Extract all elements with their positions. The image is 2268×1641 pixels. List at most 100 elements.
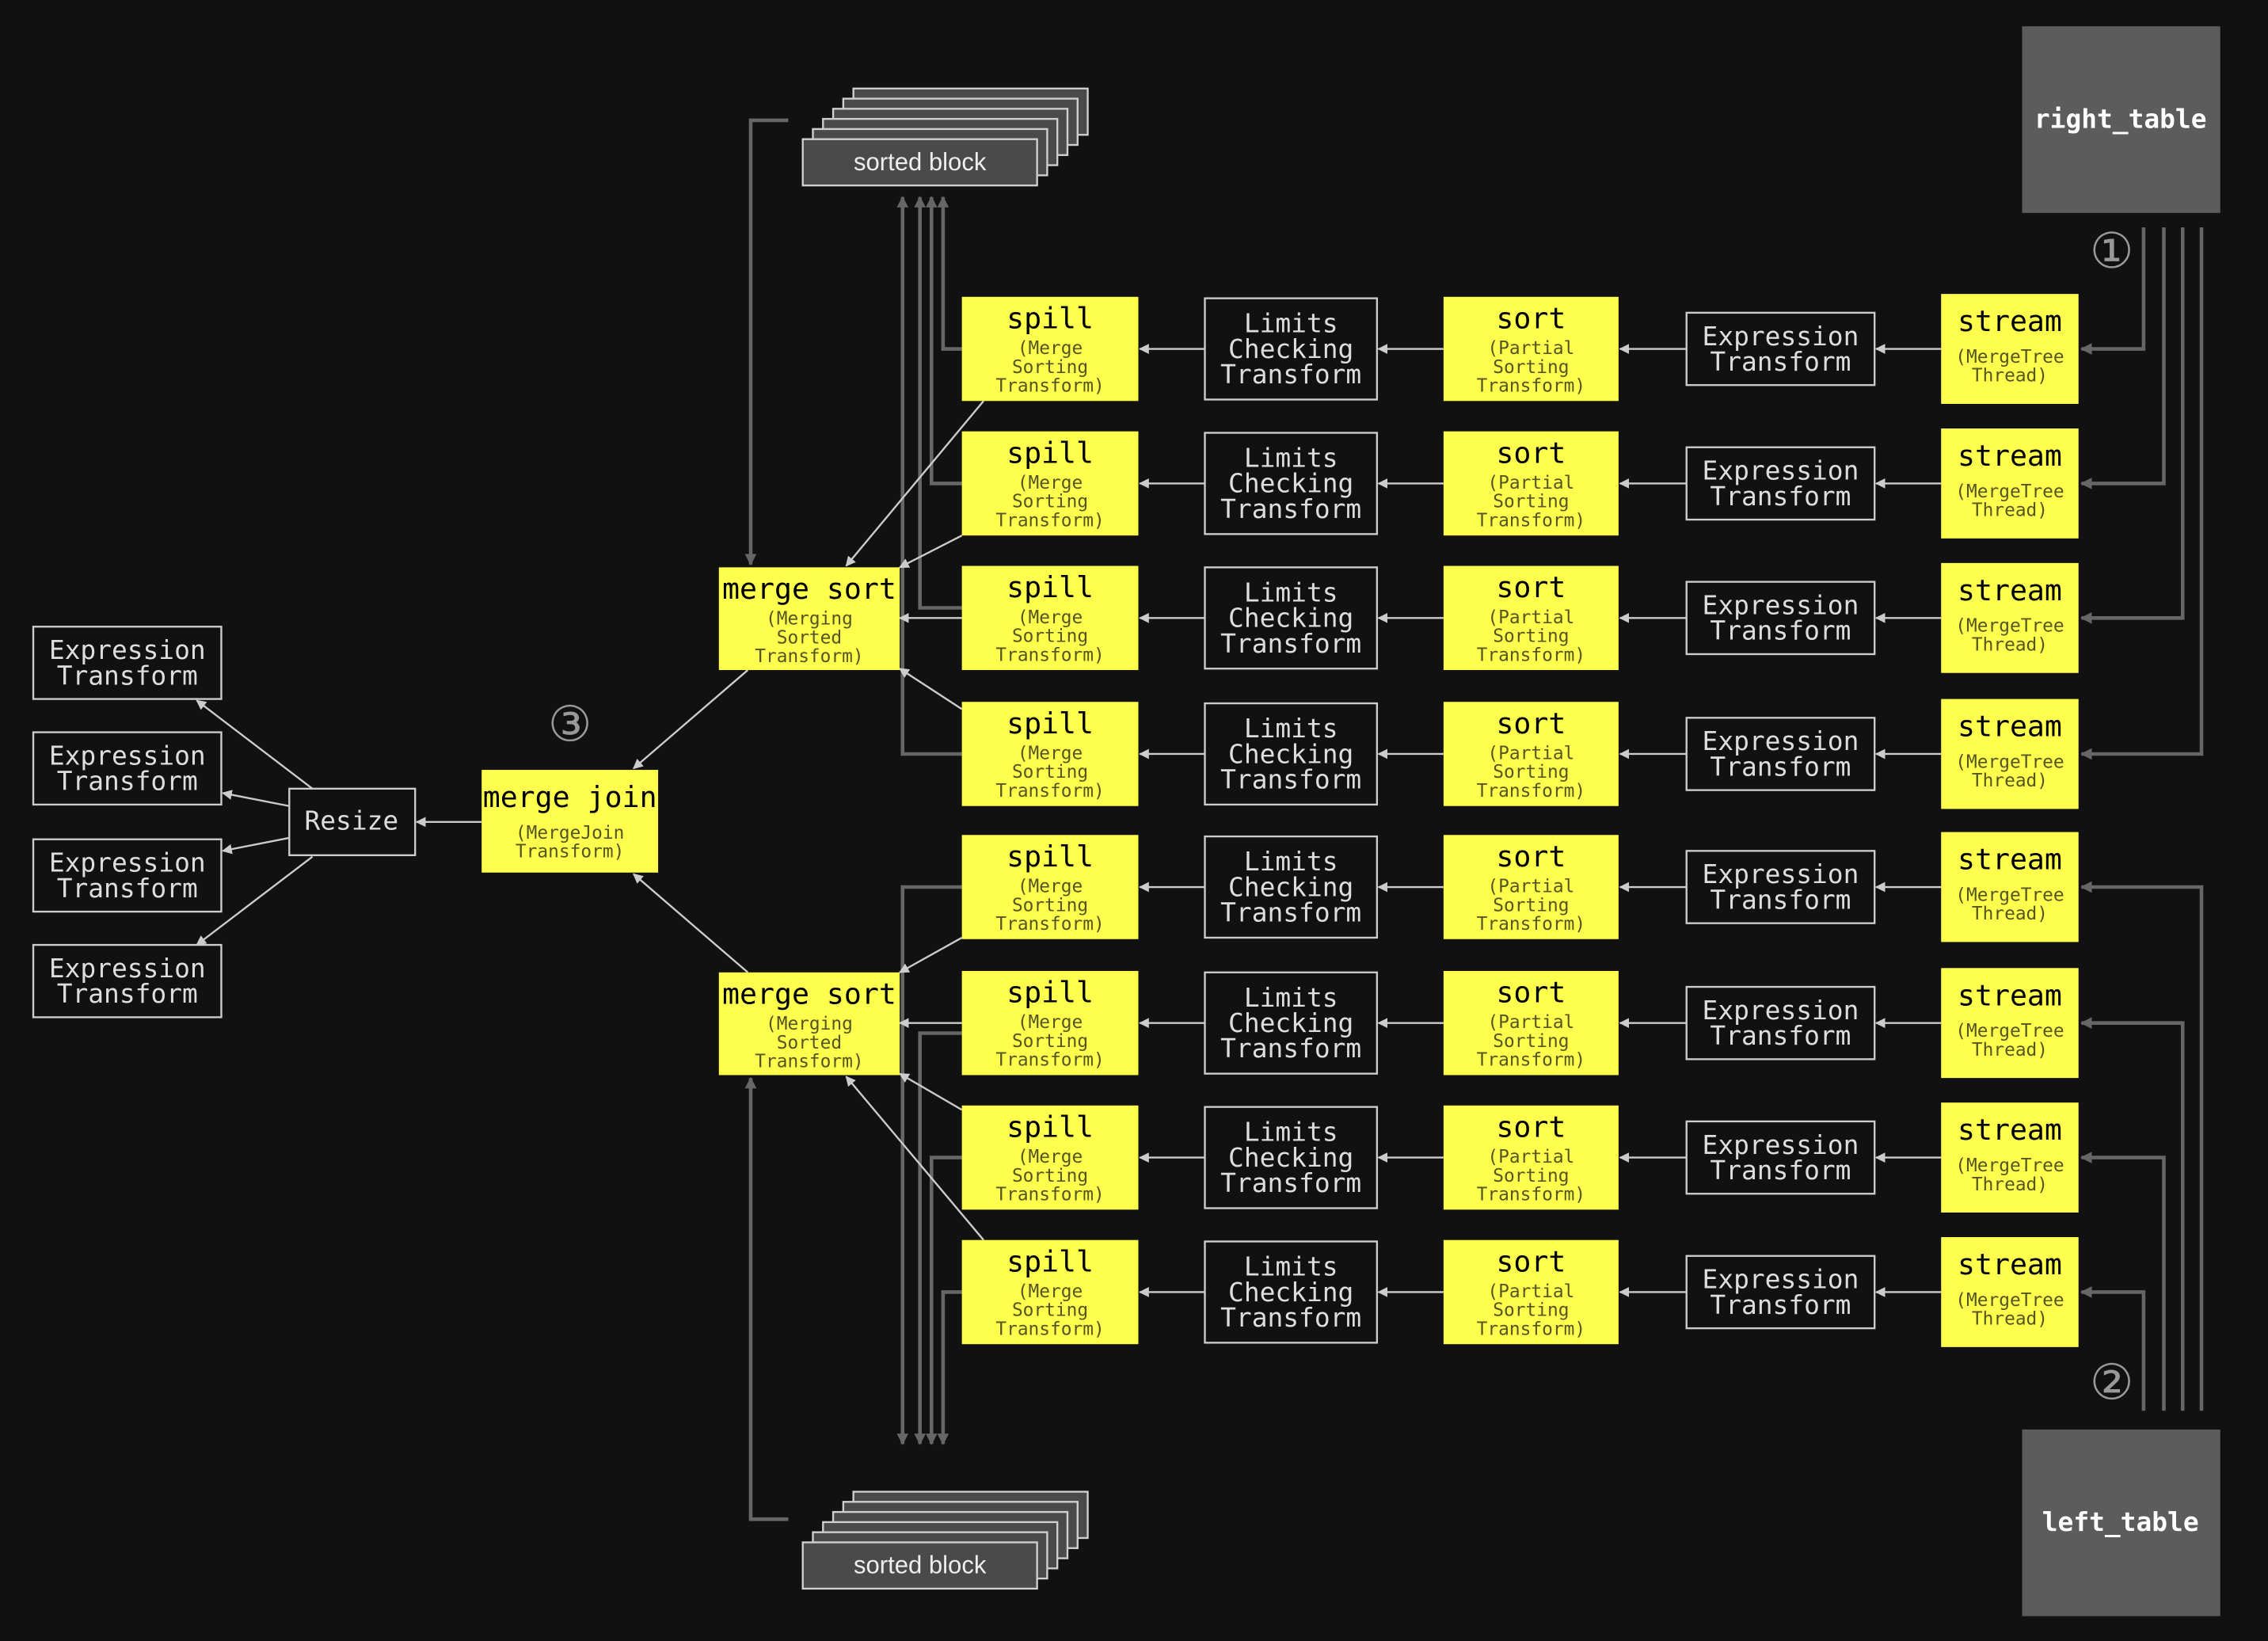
spill-node-box (961, 835, 1139, 939)
stream-node-title: stream (1958, 978, 2062, 1012)
edge (845, 1076, 984, 1241)
limits-checking-node-box (1204, 432, 1379, 535)
limits-checking-node-label: Checking (1228, 468, 1353, 499)
output-expression-node-label: Expression (49, 740, 206, 771)
partial-sort-node-subtitle: Transform) (1477, 1185, 1585, 1205)
merge-sort-bottom-subtitle: Transform) (755, 1052, 863, 1072)
limits-checking-node-label: Limits (1244, 1251, 1338, 1282)
block-to-merge-edge (744, 118, 789, 566)
spill-node-title: spill (1007, 706, 1094, 741)
partial-sort-node-subtitle: (Partial (1487, 338, 1574, 359)
spill-node-subtitle: Sorting (1012, 1300, 1088, 1321)
merge-sort-top-subtitle: (Merging (766, 609, 853, 630)
spill-to-block-edge (914, 1031, 962, 1445)
spill-node-subtitle: (Merge (1018, 743, 1083, 763)
block-to-merge-edge (744, 1076, 789, 1521)
limits-checking-node-box (1204, 1106, 1379, 1209)
stream-node-subtitle: Thread) (1972, 634, 2048, 655)
source-edge (2080, 881, 2204, 1411)
output-expression-node-label: Transform (57, 978, 198, 1009)
stream-node-title: stream (1958, 573, 2062, 607)
limits-checking-node-label: Checking (1228, 1007, 1353, 1038)
spill-node-subtitle: (Merge (1018, 1281, 1083, 1302)
stream-node-title: stream (1958, 710, 2062, 744)
stream-node-subtitle: Thread) (1972, 1309, 2048, 1330)
expression-transform-node-label: Transform (1710, 1020, 1851, 1051)
partial-sort-node-box (1443, 431, 1619, 536)
merge-join-node-subtitle: Transform) (516, 842, 624, 862)
step-marker-three: ③ (548, 698, 592, 752)
expression-transform-node-label: Expression (1703, 590, 1859, 621)
partial-sort-node-title: sort (1496, 976, 1566, 1010)
spill-node-title: spill (1007, 1110, 1094, 1144)
left-table[interactable]: left_table (2022, 1429, 2220, 1616)
partial-sort-node-subtitle: Sorting (1493, 895, 1569, 916)
output-expression-node-box (32, 838, 223, 913)
spill-node-subtitle: Sorting (1012, 762, 1088, 782)
partial-sort-node-box (1443, 1105, 1619, 1210)
spill-node-box (961, 702, 1139, 806)
sorted-block-layer (801, 1541, 1038, 1590)
right-table[interactable]: right_table (2022, 26, 2220, 213)
partial-sort-node-box (1443, 1239, 1619, 1345)
limits-checking-node-label: Limits (1244, 1117, 1338, 1148)
merge-sort-top-subtitle: Transform) (755, 646, 863, 667)
edge (633, 873, 749, 973)
resize-node[interactable]: Resize (288, 787, 417, 857)
spill-node-subtitle: Sorting (1012, 626, 1088, 647)
partial-sort-node-subtitle: (Partial (1487, 1012, 1574, 1033)
expression-transform-node-box (1685, 717, 1876, 791)
sorted-block-top: sorted block (801, 87, 1089, 187)
limits-checking-node-label: Transform (1220, 1302, 1361, 1333)
spill-node-subtitle: (Merge (1018, 877, 1083, 897)
expression-transform-node-box (1685, 1120, 1876, 1195)
